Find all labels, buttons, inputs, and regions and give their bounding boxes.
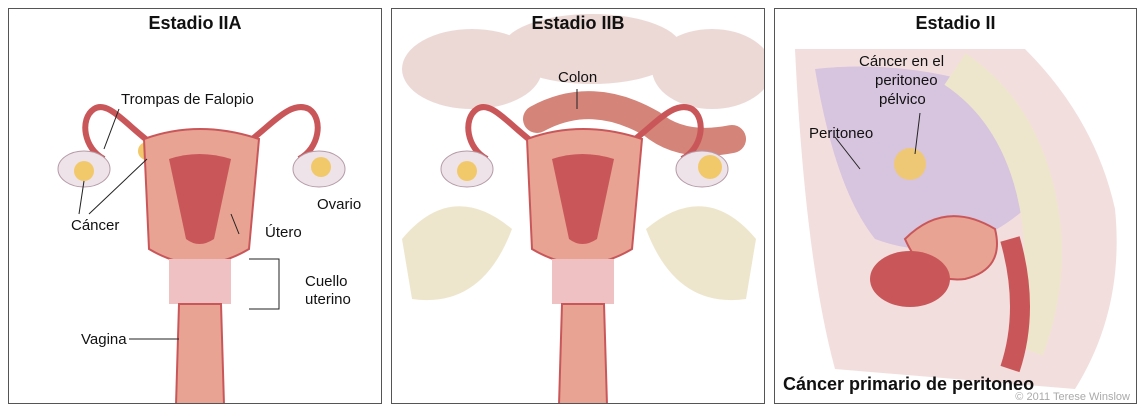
panel-stage-ii: Estadio II Cáncer en el peritoneo pélvic…: [774, 8, 1137, 404]
leader-cervix: [249, 259, 279, 309]
panel-title: Estadio IIB: [392, 13, 764, 34]
vagina: [176, 304, 224, 404]
cancer-right-ovary: [698, 155, 722, 179]
panel-stage-iib: Estadio IIB Colon: [391, 8, 765, 404]
pelvic-bone-right: [646, 206, 756, 300]
credit-text: © 2011 Terese Winslow: [1015, 391, 1130, 403]
footer-title: Cáncer primario de peritoneo: [783, 374, 1034, 395]
label-colon: Colon: [558, 69, 597, 86]
label-cancer: Cáncer: [71, 217, 119, 234]
label-cancer-line1: Cáncer en el: [859, 53, 944, 70]
pelvic-bone-left: [402, 206, 512, 300]
panel-stage-iia: Estadio IIA Trompas de Falopio Cáncer Ov…: [8, 8, 382, 404]
label-fallopian-tubes: Trompas de Falopio: [121, 91, 254, 108]
bladder: [870, 251, 950, 307]
label-ovary: Ovario: [317, 196, 361, 213]
cancer-pelvic-peritoneum: [894, 148, 926, 180]
label-cancer-line2: peritoneo: [875, 72, 938, 89]
cancer-right-ovary: [311, 157, 331, 177]
rectum: [1010, 239, 1020, 369]
label-cervix-line2: uterino: [305, 291, 351, 308]
vagina: [559, 304, 607, 404]
panel-title: Estadio II: [775, 13, 1136, 34]
label-uterus: Útero: [265, 224, 302, 241]
leader-fallopian: [104, 109, 119, 149]
cervix: [552, 259, 614, 304]
label-vagina: Vagina: [81, 331, 127, 348]
label-cervix-line1: Cuello: [305, 273, 348, 290]
cancer-left-ovary: [457, 161, 477, 181]
cancer-left-ovary: [74, 161, 94, 181]
label-peritoneum: Peritoneo: [809, 125, 873, 142]
stage-ii-illustration: [775, 9, 1137, 404]
cervix: [169, 259, 231, 304]
label-cancer-line3: pélvico: [879, 91, 926, 108]
panel-title: Estadio IIA: [9, 13, 381, 34]
